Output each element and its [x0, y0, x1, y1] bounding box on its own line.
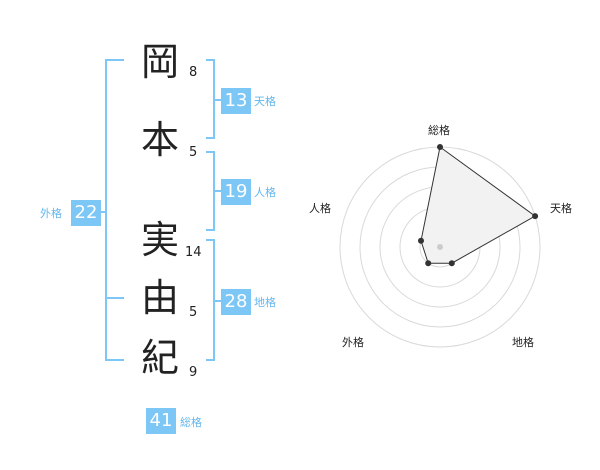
- stroke-count-3: 14: [185, 245, 202, 260]
- radar-axis-label-gaikaku: 外格: [342, 336, 364, 349]
- gaikaku-badge: 22: [71, 200, 101, 226]
- tenkaku-label: 天格: [254, 95, 276, 108]
- soukaku-badge: 41: [146, 408, 176, 434]
- chikaku-badge: 28: [221, 289, 251, 315]
- name-char-3: 実: [140, 218, 179, 262]
- radar-axis-label-jinkaku: 人格: [309, 202, 331, 215]
- radar-point-5: [418, 237, 424, 244]
- name-char-1: 岡: [140, 40, 179, 84]
- bracket-gaikaku: [105, 59, 124, 361]
- soukaku-label: 総格: [180, 416, 202, 429]
- chikaku-label: 地格: [254, 296, 276, 309]
- radar-points: [418, 144, 539, 267]
- name-char-2: 本: [140, 118, 179, 162]
- radar-axis-label-soukaku: 総格: [428, 124, 450, 137]
- name-char-4: 由: [140, 276, 179, 320]
- stroke-count-1: 8: [189, 65, 198, 80]
- gaikaku-label: 外格: [40, 207, 62, 220]
- radar-polygon: [420, 146, 537, 264]
- tenkaku-badge: 13: [221, 88, 251, 114]
- name-char-5: 紀: [140, 336, 179, 380]
- radar-axis-label-chikaku: 地格: [512, 336, 534, 349]
- jinkaku-badge: 19: [221, 179, 251, 205]
- stroke-count-5: 9: [189, 365, 198, 380]
- radar-point-2: [532, 213, 539, 220]
- radar-point-1: [437, 144, 443, 150]
- stroke-count-2: 5: [189, 145, 198, 160]
- radar-axis-label-tenkaku: 天格: [550, 202, 572, 215]
- jinkaku-label: 人格: [254, 186, 276, 199]
- stroke-count-4: 5: [189, 305, 198, 320]
- radar-point-3: [448, 260, 455, 267]
- radar-center: [437, 244, 443, 250]
- radar-point-4: [425, 260, 432, 267]
